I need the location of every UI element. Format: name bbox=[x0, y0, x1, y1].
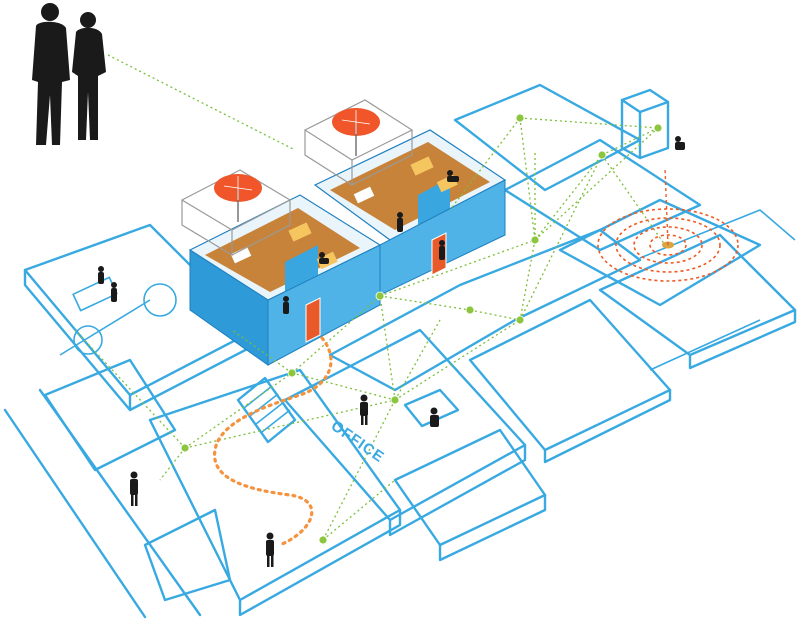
round-table-1 bbox=[143, 283, 177, 317]
network-node bbox=[180, 443, 190, 453]
lounge-sofa bbox=[72, 276, 118, 312]
network-node bbox=[597, 150, 607, 160]
network-node bbox=[287, 368, 297, 378]
upper-room-3 bbox=[558, 198, 762, 307]
room-block-left-front bbox=[267, 244, 381, 366]
office-wall bbox=[388, 443, 527, 537]
network-node bbox=[390, 395, 400, 405]
right-slab-edge bbox=[639, 209, 796, 259]
room-floor-left bbox=[205, 208, 360, 292]
right-room-1-wall bbox=[543, 388, 672, 464]
upper-room-2 bbox=[503, 138, 702, 252]
network-node bbox=[515, 113, 525, 123]
person-silhouette bbox=[360, 394, 368, 425]
elevator-left bbox=[620, 98, 642, 160]
person-silhouette bbox=[675, 136, 685, 150]
person-silhouette bbox=[98, 266, 104, 284]
round-table-2 bbox=[73, 325, 103, 355]
walking-path bbox=[213, 336, 333, 547]
sidewalk-line-1 bbox=[3, 408, 147, 619]
person-silhouette bbox=[439, 240, 445, 260]
umbrella-icon bbox=[214, 174, 262, 222]
lounge-room-wall bbox=[23, 268, 132, 412]
person-silhouette bbox=[32, 3, 70, 145]
corridor bbox=[328, 228, 642, 392]
person-silhouette bbox=[130, 471, 138, 506]
annex-wall bbox=[438, 493, 547, 562]
elevator-top bbox=[620, 88, 670, 114]
person-silhouette bbox=[430, 407, 439, 427]
hotel-rooms-block bbox=[188, 129, 507, 366]
person-silhouette bbox=[266, 532, 274, 567]
balconies bbox=[180, 99, 414, 257]
bathroom-fixture-left bbox=[230, 246, 252, 264]
signal-rings bbox=[597, 167, 739, 282]
network-node bbox=[515, 315, 525, 325]
right-room-1 bbox=[468, 298, 672, 452]
right-room-2-wall bbox=[688, 308, 797, 370]
elevator-right bbox=[638, 100, 670, 160]
garden-bed bbox=[43, 358, 177, 472]
person-silhouette bbox=[447, 170, 459, 182]
network-node bbox=[465, 305, 475, 315]
lobby-wall bbox=[238, 508, 402, 617]
network-node bbox=[318, 535, 328, 545]
umbrella-icon bbox=[332, 108, 380, 156]
bed-right bbox=[410, 156, 434, 176]
room-floor-right bbox=[330, 142, 490, 230]
person-silhouette bbox=[72, 12, 106, 140]
door-left bbox=[305, 297, 321, 343]
office-desk bbox=[403, 388, 460, 428]
office-room bbox=[283, 328, 527, 522]
person-silhouette bbox=[397, 212, 403, 232]
person-silhouette bbox=[111, 282, 117, 302]
bathroom-fixture-right bbox=[353, 186, 375, 204]
network-node bbox=[375, 291, 385, 301]
bed-left bbox=[288, 222, 312, 242]
person-silhouette bbox=[283, 296, 289, 314]
floorplan-outline bbox=[3, 83, 797, 619]
network-nodes bbox=[180, 113, 663, 545]
person-silhouette bbox=[319, 252, 329, 264]
people bbox=[32, 3, 685, 567]
network-node bbox=[530, 235, 540, 245]
network-node bbox=[653, 123, 663, 133]
right-slab-edge-2 bbox=[649, 319, 761, 371]
